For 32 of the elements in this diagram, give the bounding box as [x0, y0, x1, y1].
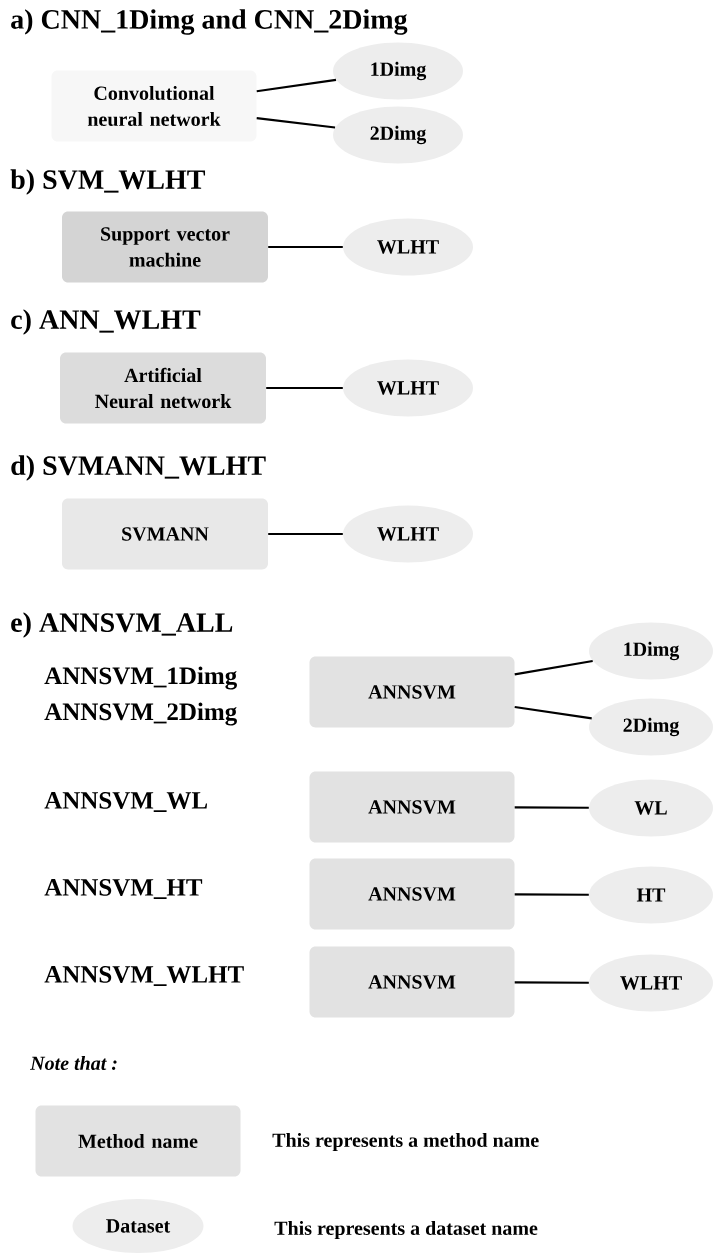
connector-line	[514, 893, 589, 896]
model-name: ANNSVM_WLHT	[44, 966, 244, 987]
connector-line	[514, 806, 589, 809]
method-box: Support vector machine	[62, 211, 268, 283]
model-name: ANNSVM_2Dimg	[44, 702, 237, 726]
connector-line	[514, 705, 592, 720]
method-box: Artificial Neural network	[60, 352, 266, 424]
method-box: ANNSVM	[309, 656, 515, 728]
section-heading: e) ANNSVM_ALL	[11, 612, 233, 638]
connector-line	[514, 981, 589, 984]
connector-line	[268, 245, 343, 249]
method-box: ANNSVM	[309, 946, 515, 1018]
connector-line	[268, 532, 343, 536]
connector-line	[514, 659, 593, 676]
method-box: Method name	[35, 1105, 241, 1177]
section-heading: a) CNN_1Dimg and CNN_2Dimg	[11, 9, 408, 35]
model-name: ANNSVM_HT	[44, 879, 203, 900]
section-heading: b) SVM_WLHT	[10, 169, 205, 195]
description-text: This represents a dataset name	[274, 1220, 538, 1240]
connector-line	[266, 386, 343, 390]
method-box: Convolutional neural network	[51, 70, 257, 142]
section-heading: c) ANN_WLHT	[11, 309, 201, 335]
model-name: ANNSVM_1Dimg	[44, 666, 237, 690]
section-heading: d) SVMANN_WLHT	[11, 455, 266, 481]
method-box: ANNSVM	[309, 858, 515, 930]
connector-line	[256, 78, 337, 93]
note-text: Note that :	[30, 1055, 117, 1071]
description-text: This represents a method name	[272, 1132, 539, 1152]
connector-line	[256, 117, 336, 129]
method-box: SVMANN	[62, 498, 268, 570]
model-name: ANNSVM_WL	[44, 792, 207, 813]
method-box: ANNSVM	[309, 771, 515, 843]
